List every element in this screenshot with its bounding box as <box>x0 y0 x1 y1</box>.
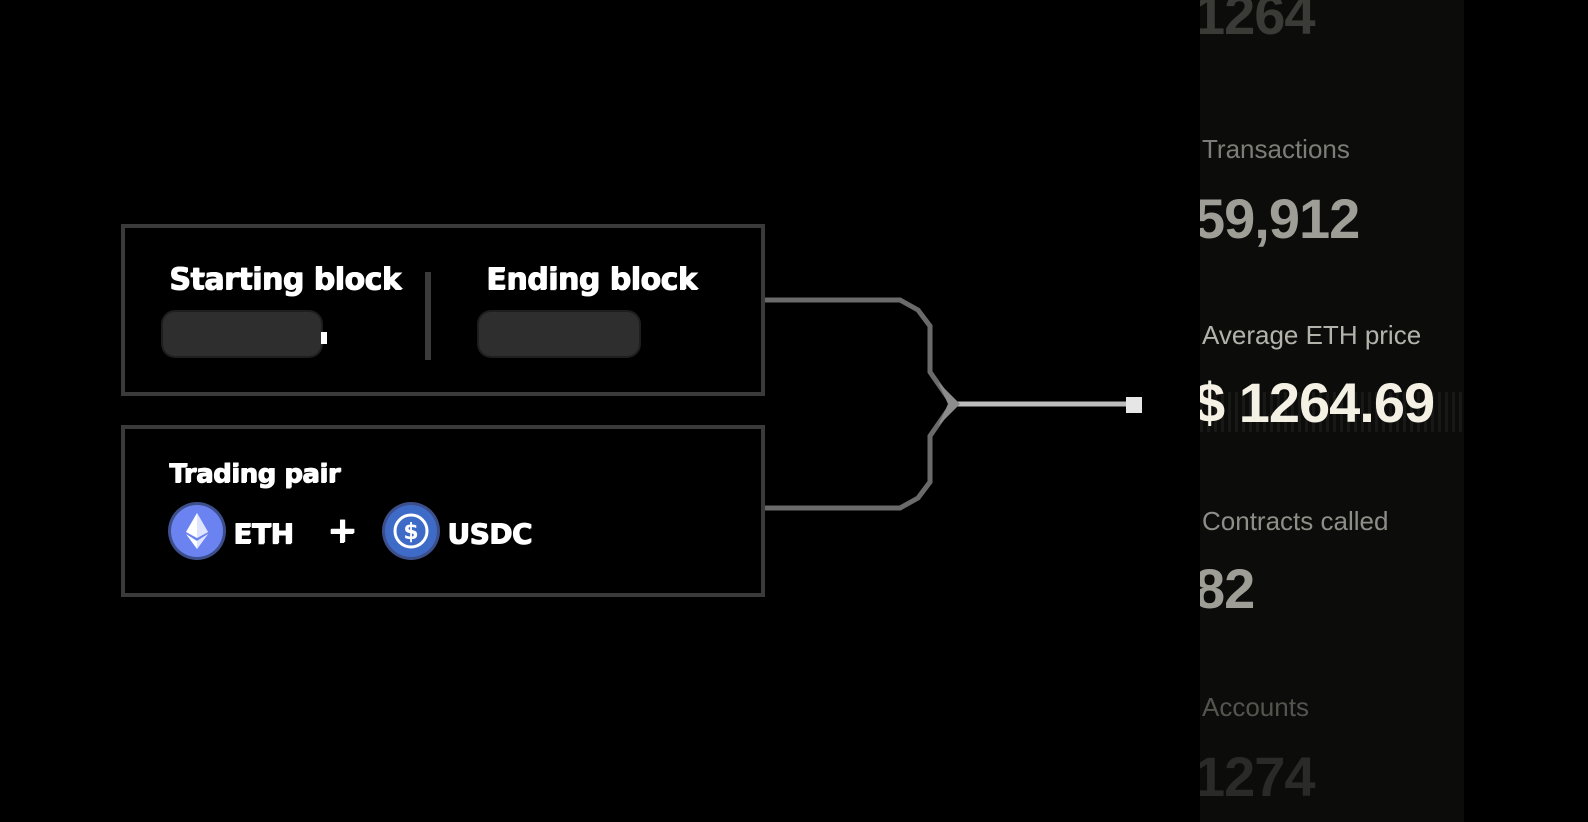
transactions-value: 59,912 <box>1200 187 1360 250</box>
plus-sign: + <box>327 510 358 551</box>
starting-block-value-tick <box>321 332 327 344</box>
trading-pair-box: Trading pair ETH + $ USDC <box>121 425 765 597</box>
ending-block-value-redacted <box>479 312 639 356</box>
upper-branch-line <box>765 297 951 400</box>
svg-text:$: $ <box>403 520 418 545</box>
average-eth-price-label: Average ETH price <box>1202 320 1422 350</box>
block-divider <box>425 272 431 360</box>
average-eth-price-value: $ 1264.69 <box>1200 371 1435 434</box>
stats-panel: 1264 Transactions 59,912 Average ETH pri… <box>1200 0 1464 822</box>
ethereum-icon <box>171 505 223 557</box>
starting-block-value-redacted <box>163 312 321 356</box>
token-b-name: USDC <box>447 517 532 550</box>
token-a-name: ETH <box>233 517 294 550</box>
trading-pair-label: Trading pair <box>169 459 340 489</box>
lower-branch-line <box>765 408 951 511</box>
accounts-label: Accounts <box>1202 692 1309 722</box>
transactions-label: Transactions <box>1202 134 1350 164</box>
block-range-box: Starting block Ending block <box>121 224 765 396</box>
ending-block-label: Ending block <box>486 262 698 297</box>
contracts-called-value: 82 <box>1200 557 1255 620</box>
contracts-called-label: Contracts called <box>1202 506 1389 536</box>
usdc-icon: $ <box>385 505 437 557</box>
stat-top-value: 1264 <box>1200 0 1316 46</box>
starting-block-label: Starting block <box>169 262 402 297</box>
merged-output-line <box>938 382 1142 426</box>
accounts-value: 1274 <box>1200 745 1316 808</box>
